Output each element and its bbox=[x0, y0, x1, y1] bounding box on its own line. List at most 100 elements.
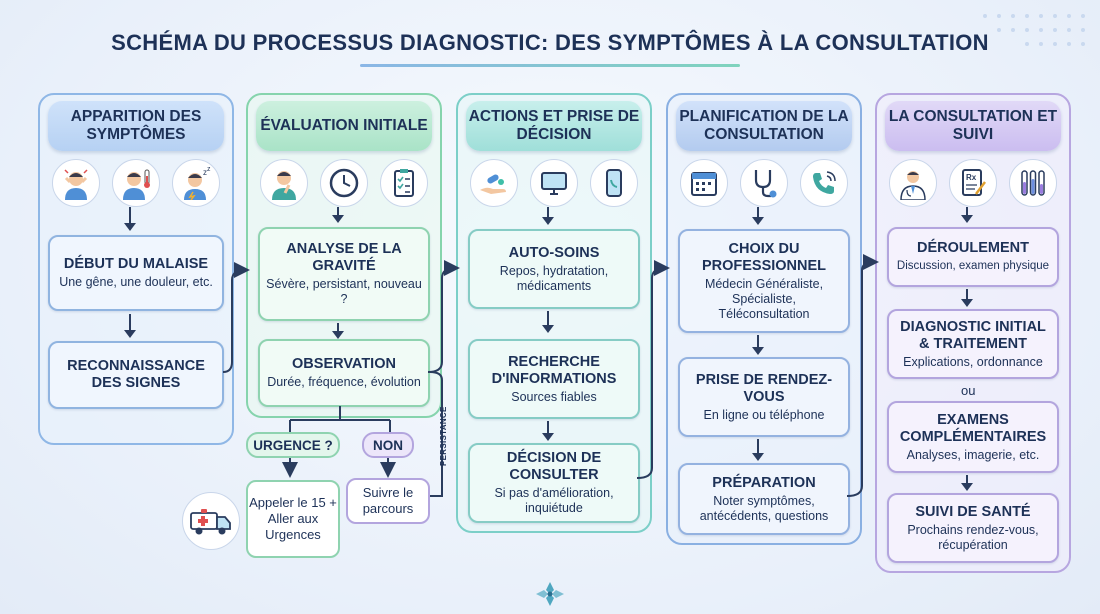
urgence-action-card: Appeler le 15 + Aller aux Urgences bbox=[246, 480, 340, 558]
card-observation: OBSERVATION Durée, fréquence, évolution bbox=[258, 339, 430, 407]
icon-row bbox=[668, 159, 860, 207]
card-subtitle: Si pas d'amélioration, inquiétude bbox=[494, 486, 614, 515]
card-debut-malaise: DÉBUT DU MALAISE Une gêne, une douleur, … bbox=[48, 235, 224, 311]
card-preparation: PRÉPARATION Noter symptômes, antécédents… bbox=[678, 463, 850, 535]
flow-arrow bbox=[752, 335, 764, 355]
card-title: DÉCISION DE CONSULTER bbox=[506, 450, 602, 483]
card-title: ANALYSE DE LA GRAVITÉ bbox=[286, 241, 402, 274]
card-title: OBSERVATION bbox=[292, 356, 396, 372]
card-title: EXAMENS COMPLÉMENTAIRES bbox=[899, 411, 1047, 445]
column-header: ACTIONS ET PRISE DE DÉCISION bbox=[466, 101, 642, 151]
card-title: RECHERCHE D'INFORMATIONS bbox=[491, 353, 617, 387]
card-title: SUIVI DE SANTÉ bbox=[915, 503, 1031, 520]
flow-arrow bbox=[542, 421, 554, 441]
column-header: PLANIFICATION DE LA CONSULTATION bbox=[676, 101, 852, 151]
title-underline bbox=[360, 64, 740, 67]
clipboard-checklist-icon bbox=[380, 159, 428, 207]
card-subtitle: Une gêne, une douleur, etc. bbox=[59, 275, 213, 289]
card-title: DÉROULEMENT bbox=[917, 240, 1029, 256]
headache-person-icon bbox=[52, 159, 100, 207]
card-title: DIAGNOSTIC INITIAL & TRAITEMENT bbox=[900, 318, 1046, 352]
smartphone-icon bbox=[590, 159, 638, 207]
flow-arrow bbox=[124, 314, 136, 338]
card-decision-consulter: DÉCISION DE CONSULTER Si pas d'améliorat… bbox=[468, 443, 640, 523]
card-analyse-gravite: ANALYSE DE LA GRAVITÉ Sévère, persistant… bbox=[258, 227, 430, 321]
card-suivi-sante: SUIVI DE SANTÉ Prochains rendez-vous, ré… bbox=[887, 493, 1059, 563]
column-evaluation: ÉVALUATION INITIALE ANALYSE DE LA GRAVIT… bbox=[246, 93, 442, 418]
flow-arrow bbox=[332, 323, 344, 339]
column-actions: ACTIONS ET PRISE DE DÉCISION AUTO-SOINS … bbox=[456, 93, 652, 533]
column-header: LA CONSULTATION ET SUIVI bbox=[885, 101, 1061, 151]
card-prise-rendez-vous: PRISE DE RENDEZ-VOUS En ligne ou télépho… bbox=[678, 357, 850, 437]
connector-col4-col5 bbox=[846, 254, 879, 497]
flow-arrow bbox=[961, 289, 973, 307]
card-subtitle: Sources fiables bbox=[511, 389, 597, 404]
card-title: RECONNAISSANCE DES SIGNES bbox=[67, 358, 205, 391]
flow-arrow bbox=[542, 311, 554, 333]
connector-col3-col4 bbox=[636, 260, 670, 479]
flow-arrow bbox=[961, 207, 973, 223]
card-subtitle: Noter symptômes, antécédents, questions bbox=[699, 493, 829, 523]
clock-icon bbox=[320, 159, 368, 207]
card-subtitle: Discussion, examen physique bbox=[896, 260, 1050, 272]
card-subtitle: Durée, fréquence, évolution bbox=[267, 375, 421, 389]
or-label: ou bbox=[961, 383, 976, 398]
card-choix-professionnel: CHOIX DU PROFESSIONNEL Médecin Généralis… bbox=[678, 229, 850, 333]
column-consultation: LA CONSULTATION ET SUIVI Rx DÉROULEMENT … bbox=[875, 93, 1071, 573]
flow-arrow bbox=[332, 207, 344, 223]
prescription-icon: Rx bbox=[949, 159, 997, 207]
doctor-icon bbox=[889, 159, 937, 207]
card-subtitle: Médecin Généraliste, Spécialiste, Téléco… bbox=[704, 276, 824, 321]
card-title: PRÉPARATION bbox=[712, 474, 816, 491]
non-action-card: Suivre le parcours bbox=[346, 478, 430, 524]
card-subtitle: En ligne ou téléphone bbox=[703, 407, 825, 422]
flow-arrow bbox=[752, 439, 764, 461]
card-subtitle: Prochains rendez-vous, récupération bbox=[907, 522, 1039, 552]
svg-text:z: z bbox=[203, 168, 207, 177]
urgence-pill: URGENCE ? bbox=[246, 432, 340, 458]
card-reconnaissance-signes: RECONNAISSANCE DES SIGNES bbox=[48, 341, 224, 409]
card-subtitle: Analyses, imagerie, etc. bbox=[906, 447, 1040, 462]
card-subtitle: Sévère, persistant, nouveau ? bbox=[266, 277, 422, 306]
connector-observation-split bbox=[289, 406, 391, 432]
card-subtitle: Explications, ordonnance bbox=[903, 354, 1043, 369]
connector-col1-col2 bbox=[222, 262, 250, 373]
card-title: CHOIX DU PROFESSIONNEL bbox=[701, 240, 827, 274]
connector-persistance bbox=[428, 371, 443, 497]
card-auto-soins: AUTO-SOINS Repos, hydratation, médicamen… bbox=[468, 229, 640, 309]
svg-text:Rx: Rx bbox=[966, 173, 977, 182]
flow-arrow bbox=[961, 475, 973, 491]
column-header: APPARITION DES SYMPTÔMES bbox=[48, 101, 224, 151]
fever-thermometer-person-icon bbox=[112, 159, 160, 207]
hand-pills-icon bbox=[470, 159, 518, 207]
card-title: AUTO-SOINS bbox=[508, 244, 600, 261]
test-tubes-icon bbox=[1009, 159, 1057, 207]
card-subtitle: Repos, hydratation, médicaments bbox=[499, 263, 609, 293]
decorative-dots bbox=[983, 14, 1085, 46]
card-recherche-informations: RECHERCHE D'INFORMATIONS Sources fiables bbox=[468, 339, 640, 419]
thinking-person-icon bbox=[260, 159, 308, 207]
non-pill: NON bbox=[362, 432, 414, 458]
flow-arrow bbox=[542, 207, 554, 225]
icon-row bbox=[458, 159, 650, 207]
stethoscope-icon bbox=[740, 159, 788, 207]
computer-monitor-icon bbox=[530, 159, 578, 207]
card-title: PRISE DE RENDEZ-VOUS bbox=[695, 371, 833, 405]
card-deroulement: DÉROULEMENT Discussion, examen physique bbox=[887, 227, 1059, 287]
ambulance-icon bbox=[182, 492, 240, 550]
phone-call-icon bbox=[800, 159, 848, 207]
flow-arrow bbox=[752, 207, 764, 225]
persistance-label: PERSISTANCE bbox=[439, 406, 448, 466]
card-examens-complementaires: EXAMENS COMPLÉMENTAIRES Analyses, imager… bbox=[887, 401, 1059, 473]
icon-row bbox=[248, 159, 440, 207]
svg-text:z: z bbox=[207, 166, 211, 173]
calendar-icon bbox=[680, 159, 728, 207]
column-planification: PLANIFICATION DE LA CONSULTATION CHOIX D… bbox=[666, 93, 862, 545]
icon-row: Rx bbox=[877, 159, 1069, 207]
flower-ornament-icon bbox=[536, 582, 564, 606]
connector-col2-col3 bbox=[427, 260, 460, 373]
